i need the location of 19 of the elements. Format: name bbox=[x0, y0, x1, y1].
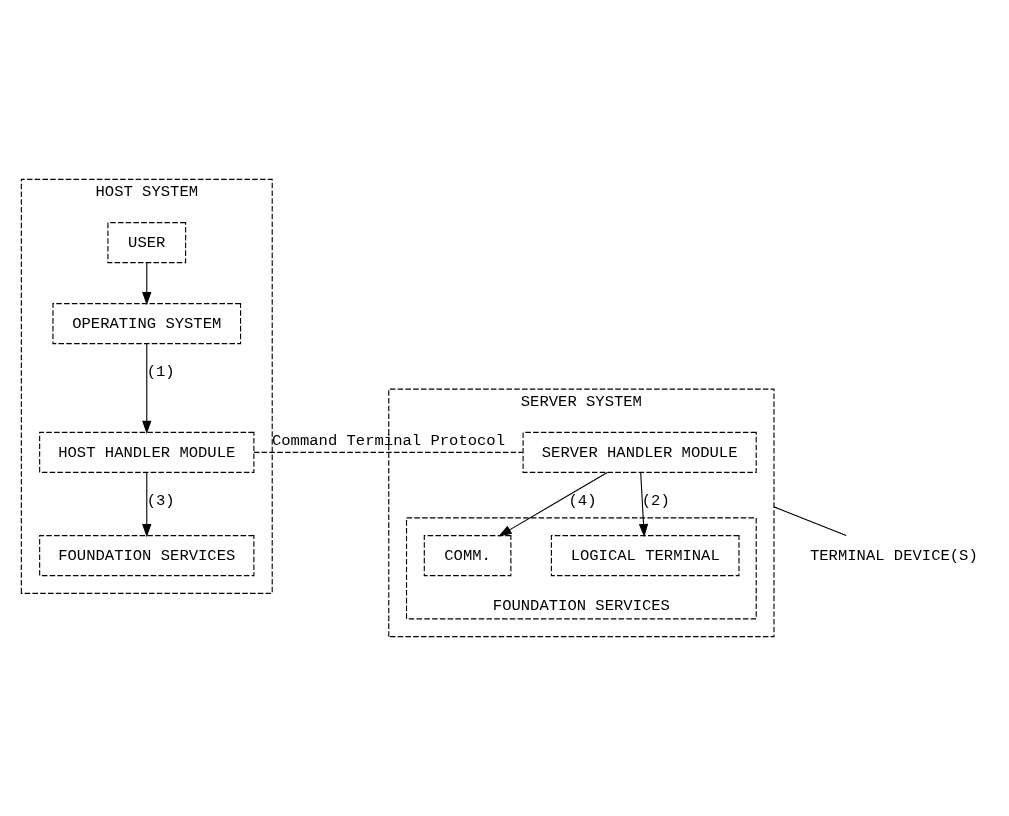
node-box: LOGICAL TERMINAL bbox=[550, 535, 740, 577]
arrow bbox=[142, 343, 152, 434]
edge-label: (2) bbox=[641, 491, 670, 510]
arrow bbox=[638, 471, 649, 538]
node-box: USER bbox=[107, 222, 187, 264]
node-box: SERVER HANDLER MODULE bbox=[522, 431, 757, 473]
connector bbox=[773, 506, 847, 537]
edge-label: (1) bbox=[146, 363, 175, 382]
node-box: OPERATING SYSTEM bbox=[52, 303, 242, 345]
edge-label: (3) bbox=[146, 491, 175, 510]
connector bbox=[253, 451, 524, 453]
node-box: HOST HANDLER MODULE bbox=[39, 431, 255, 473]
arrow bbox=[142, 262, 152, 306]
node-box: FOUNDATION SERVICES bbox=[39, 535, 255, 577]
edge-label: (4) bbox=[568, 491, 597, 510]
node-box: COMM. bbox=[423, 535, 512, 577]
arrow bbox=[142, 471, 152, 538]
node-text: TERMINAL DEVICE(S) bbox=[809, 546, 978, 565]
arrow bbox=[498, 471, 608, 537]
